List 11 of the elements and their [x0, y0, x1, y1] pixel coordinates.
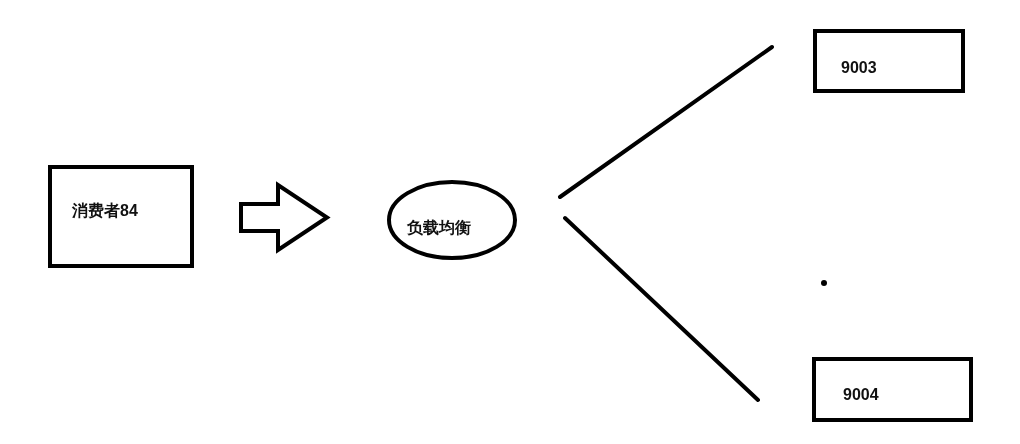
node-label: 负载均衡 [407, 218, 471, 238]
node-label: 9003 [841, 58, 877, 78]
block-arrow [239, 181, 331, 254]
node-label: 消费者84 [72, 201, 138, 221]
ellipse-node [387, 180, 517, 260]
process-box [48, 165, 194, 268]
process-box [812, 357, 973, 422]
connector-line [563, 216, 760, 402]
connector-line [558, 45, 774, 199]
process-box [813, 29, 965, 93]
node-label: 9004 [843, 385, 879, 405]
